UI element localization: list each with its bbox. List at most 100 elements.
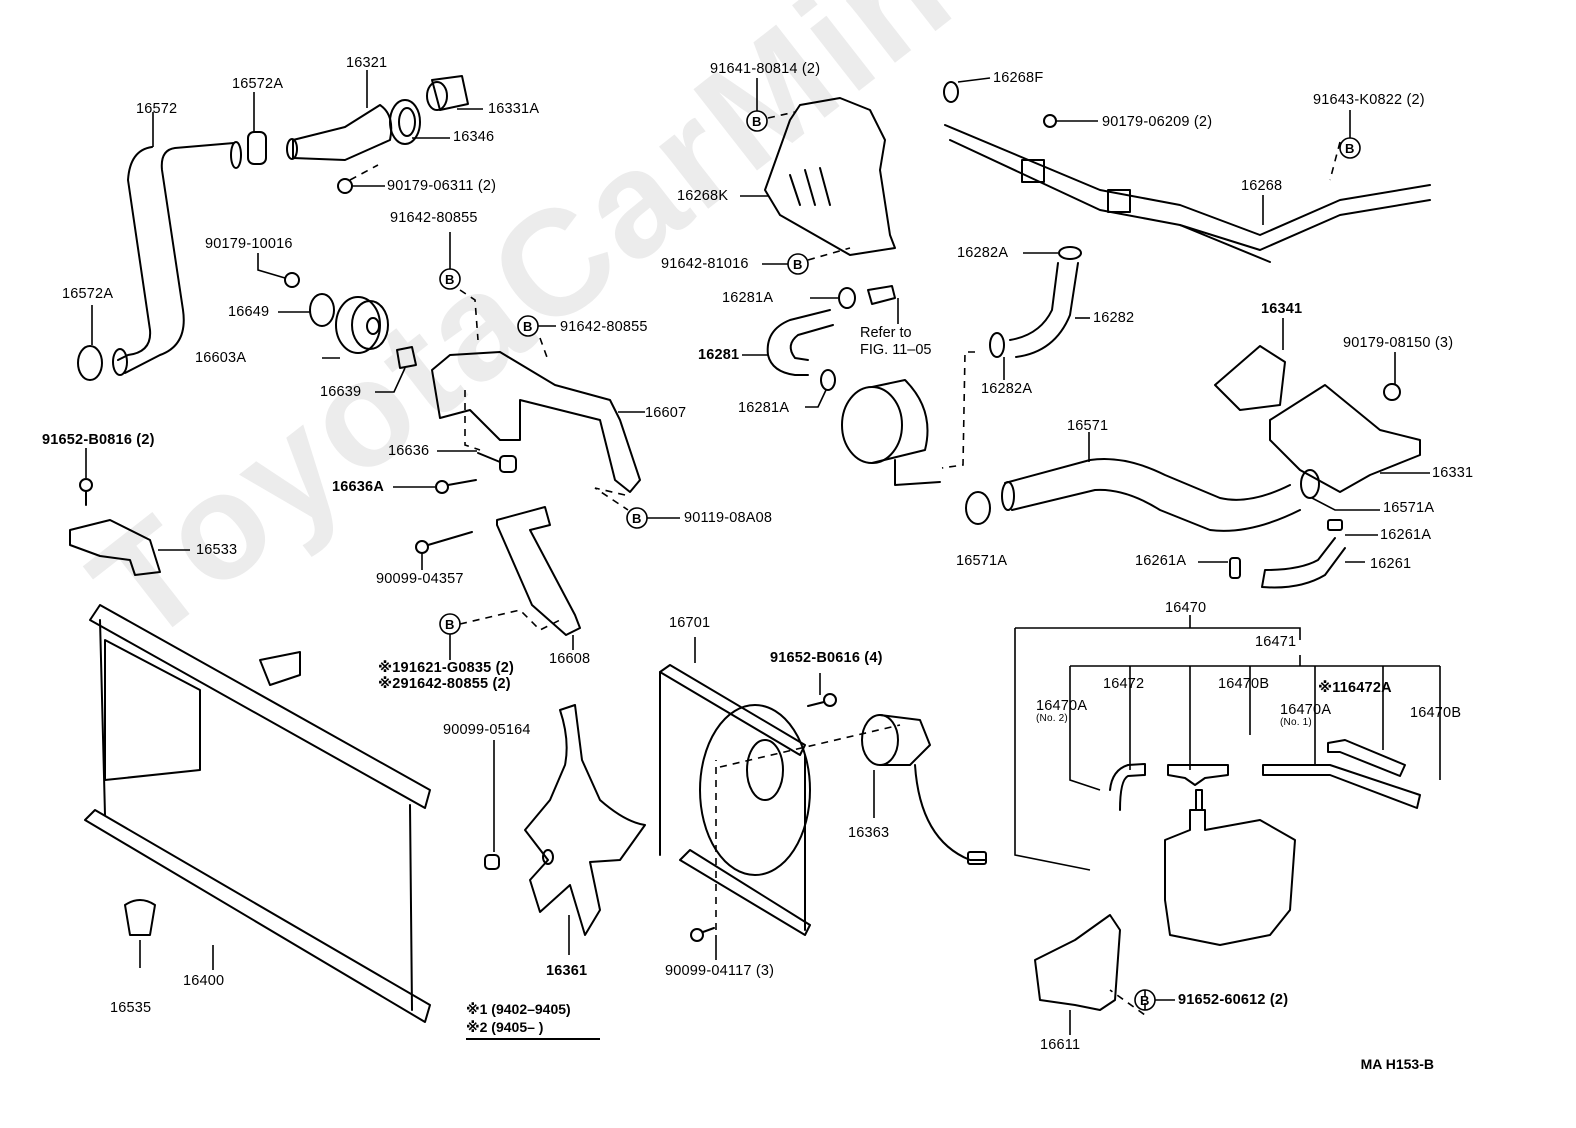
fastener-marker-b: B B B B B B B B — [439, 110, 1361, 1011]
label-90099-05164: 90099-05164 — [443, 722, 531, 738]
label-16571a-right: 16571A — [1383, 500, 1435, 516]
reservoir-cap[interactable] — [1167, 764, 1229, 786]
pulley-plate[interactable] — [309, 293, 335, 327]
label-16572a-left: 16572A — [62, 286, 114, 302]
label-16341: 16341 — [1261, 301, 1303, 317]
hose-clamp-16282a-bottom[interactable] — [989, 332, 1005, 358]
hose-16261[interactable] — [1261, 537, 1346, 589]
svg-text:B: B — [793, 257, 802, 272]
reservoir-bracket[interactable] — [1034, 914, 1121, 1011]
label-16572: 16572 — [136, 101, 178, 117]
label-16636a: 16636A — [332, 479, 384, 495]
fan-motor[interactable] — [861, 714, 987, 865]
label-90179-06209: 90179-06209 (2) — [1102, 114, 1213, 130]
radiator[interactable] — [84, 604, 431, 1023]
water-inlet[interactable] — [286, 104, 393, 161]
hose-clamp-16281a-top[interactable] — [838, 287, 856, 309]
hose-clamp-16572a-top[interactable] — [247, 131, 267, 165]
nut-90179-06311[interactable] — [337, 178, 353, 194]
label-91652-60612: 91652-60612 (2) — [1178, 992, 1289, 1008]
label-16363: 16363 — [848, 825, 890, 841]
label-91641-80814: 91641-80814 (2) — [710, 61, 821, 77]
bolt-91652-b0616[interactable] — [807, 693, 837, 707]
legend-range: (9402–9405) — [491, 1001, 571, 1017]
hose-clamp-16571a-right[interactable] — [1300, 469, 1320, 499]
hose-clamp-16261a-right[interactable] — [1327, 519, 1343, 531]
label-16268k: 16268K — [677, 188, 729, 204]
hose-clamp-16571a-left[interactable] — [965, 491, 991, 525]
water-bypass-pipe[interactable] — [944, 124, 1431, 263]
reference-note-line2: FIG. 11–05 — [860, 342, 932, 358]
label-16268: 16268 — [1241, 178, 1283, 194]
hose-16470a-no1[interactable] — [1262, 764, 1421, 809]
radiator-support[interactable] — [69, 519, 161, 576]
fan-bracket[interactable] — [496, 506, 581, 636]
label-16470: 16470 — [1165, 600, 1207, 616]
nut-90099-05164[interactable] — [484, 854, 500, 870]
upper-radiator-hose[interactable] — [112, 141, 242, 376]
label-16701: 16701 — [669, 615, 711, 631]
hose-16472a[interactable] — [1327, 739, 1406, 777]
label-16572a-top: 16572A — [232, 76, 284, 92]
label-16571a-left: 16571A — [956, 553, 1008, 569]
pipe-refer[interactable] — [867, 285, 896, 305]
water-outlet-housing[interactable] — [1214, 345, 1421, 493]
bolt-90099-04357[interactable] — [415, 531, 473, 554]
hose-clamp-16261a-left[interactable] — [1229, 557, 1241, 579]
vacuum-canister[interactable] — [841, 379, 941, 486]
label-16470a-no2-number: 16470A — [1036, 698, 1088, 714]
label-16471: 16471 — [1255, 634, 1297, 650]
label-16636: 16636 — [388, 443, 430, 459]
bolt-16636[interactable] — [477, 452, 517, 473]
hose-clamp-16281a-bottom[interactable] — [820, 369, 836, 391]
legend-divider — [466, 1038, 600, 1040]
label-16611: 16611 — [1040, 1037, 1081, 1053]
gasket[interactable] — [389, 99, 421, 145]
label-16268f: 16268F — [993, 70, 1044, 86]
label-16470a-no1-number: 16470A — [1280, 702, 1332, 718]
radiator-cushion[interactable] — [124, 899, 156, 936]
label-16261: 16261 — [1370, 556, 1412, 572]
legend-mark: ※2 — [466, 1019, 488, 1035]
hose-16472[interactable] — [1109, 763, 1146, 811]
heat-insulator-cover[interactable] — [764, 97, 896, 256]
label-alt-bolt-1: ※191621-G0835 (2) — [378, 660, 514, 676]
label-16470a-no2-sub: (No. 2) — [1036, 713, 1068, 724]
bolt-90099-04117[interactable] — [690, 927, 715, 942]
pulley-spacer[interactable] — [396, 346, 417, 369]
label-16470b-right: 16470B — [1410, 705, 1462, 721]
label-16649: 16649 — [228, 304, 270, 320]
hose-16571[interactable] — [1001, 458, 1301, 532]
hose-16281[interactable] — [766, 309, 834, 376]
thermostat[interactable] — [426, 75, 469, 111]
reservoir-tank[interactable] — [1164, 789, 1296, 946]
label-16261a-left: 16261A — [1135, 553, 1187, 569]
label-91652-b0616: 91652-B0616 (4) — [770, 650, 883, 666]
hose-16282[interactable] — [1009, 262, 1079, 358]
nut-90179-10016[interactable] — [284, 272, 300, 288]
idler-pulley[interactable] — [335, 296, 389, 354]
label-16282a-bottom: 16282A — [981, 381, 1033, 397]
nut-90179-06209[interactable] — [1043, 114, 1057, 128]
bolt-16636a[interactable] — [435, 479, 477, 494]
label-16281: 16281 — [698, 347, 740, 363]
nut-90179-08150[interactable] — [1383, 383, 1401, 401]
label-16346: 16346 — [453, 129, 495, 145]
legend-range: (9405– ) — [491, 1019, 544, 1035]
bolt-91652-b0816[interactable] — [79, 478, 93, 506]
svg-text:B: B — [1140, 993, 1149, 1008]
fan-shroud[interactable] — [659, 664, 811, 936]
label-16603a: 16603A — [195, 350, 247, 366]
svg-text:B: B — [523, 319, 532, 334]
svg-text:B: B — [445, 272, 454, 287]
gasket-16268f[interactable] — [943, 81, 959, 103]
pulley-bracket[interactable] — [431, 351, 641, 493]
label-91652-b0816: 91652-B0816 (2) — [42, 432, 155, 448]
label-alt-bolt-2: ※291642-80855 (2) — [378, 676, 511, 692]
label-16331: 16331 — [1432, 465, 1474, 481]
hose-clamp-16572a-left[interactable] — [77, 345, 103, 381]
fan-blade[interactable] — [524, 704, 646, 936]
label-16282: 16282 — [1093, 310, 1135, 326]
svg-text:B: B — [632, 511, 641, 526]
hose-clamp-16282a-top[interactable] — [1058, 246, 1082, 260]
